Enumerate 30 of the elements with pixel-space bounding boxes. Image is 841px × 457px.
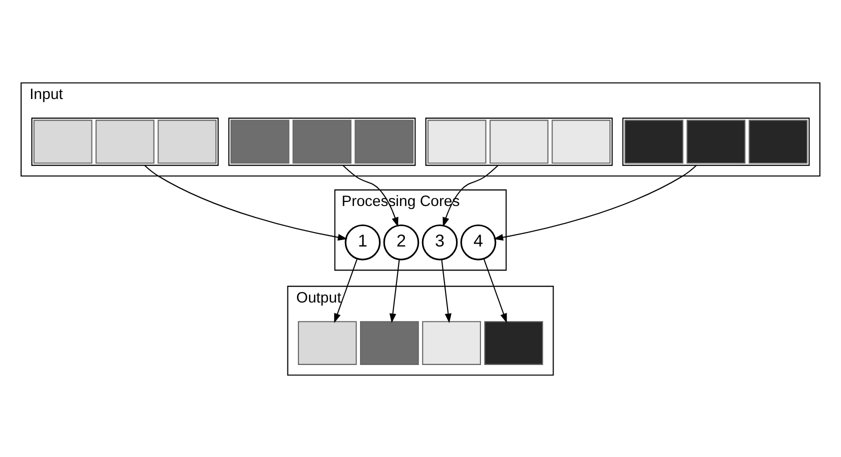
- node-box: [748, 119, 808, 164]
- arrow: [441, 259, 452, 323]
- node-box: [552, 119, 611, 164]
- node-circle: 3: [422, 224, 458, 260]
- node-box: [422, 320, 481, 364]
- arrow: [493, 164, 697, 240]
- node-circle: 1: [344, 224, 381, 260]
- node-box: [490, 119, 548, 164]
- node-box: [354, 119, 414, 164]
- node-box: [298, 320, 357, 364]
- arrow: [390, 259, 400, 323]
- node-circle: 4: [460, 224, 496, 260]
- node-box: [686, 119, 746, 164]
- arrow: [342, 164, 398, 226]
- node-box: [624, 119, 684, 164]
- arrow: [144, 164, 348, 240]
- arrow: [442, 164, 499, 226]
- arrow: [334, 258, 358, 323]
- node-box: [427, 119, 486, 164]
- node-box: [484, 320, 544, 364]
- node-box: [360, 320, 419, 364]
- node-box: [33, 119, 92, 164]
- node-box: [96, 119, 154, 164]
- node-circle: 2: [383, 224, 420, 260]
- node-box: [292, 119, 352, 164]
- cluster: Output: [287, 285, 554, 376]
- node-box: [230, 119, 290, 164]
- cluster: Input: [20, 82, 820, 176]
- node-box: [158, 119, 217, 164]
- arrow: [483, 258, 507, 323]
